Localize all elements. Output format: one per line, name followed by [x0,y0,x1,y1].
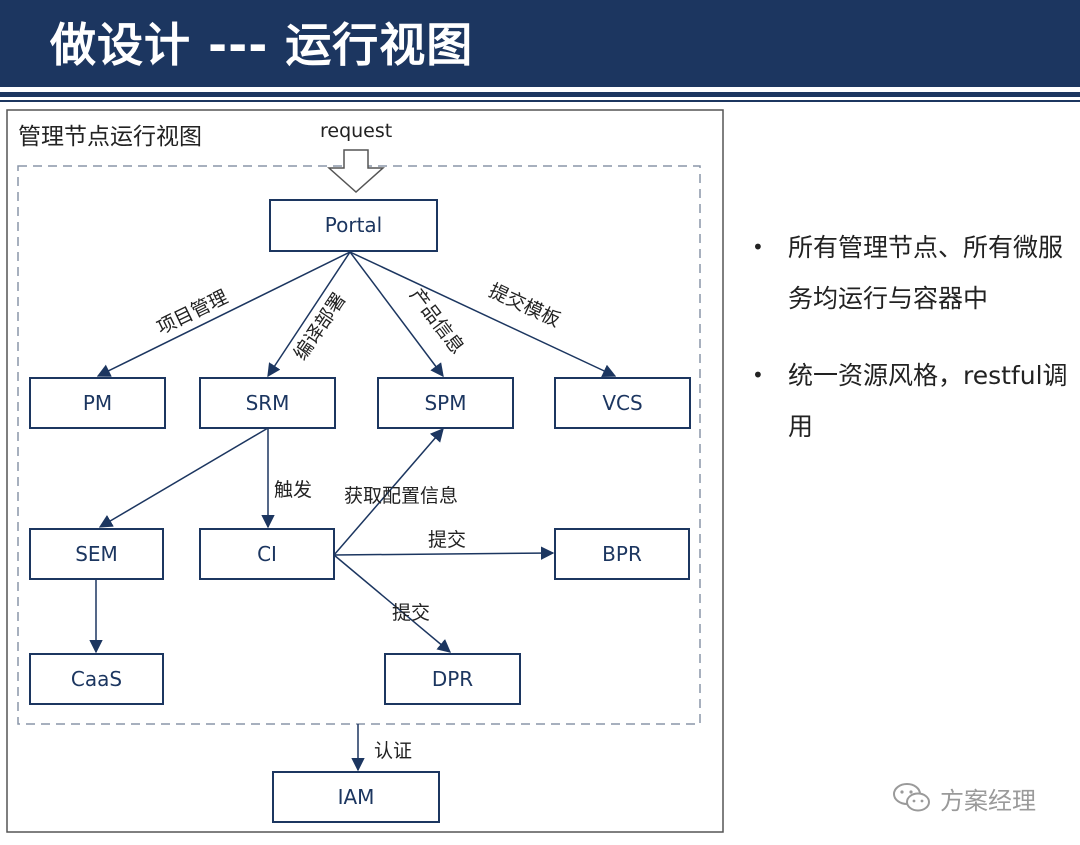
edge-label-portal-vcs: 提交模板 [485,280,563,332]
container-boundary [17,165,701,725]
bullet-text: 所有管理节点、所有微服务均运行与容器中 [788,233,1064,313]
node-ci-label: CI [257,542,277,566]
edge-portal-spm [349,251,444,378]
edge-srm-sem [98,427,269,528]
node-iam-label: IAM [338,785,375,809]
node-bpr: BPR [554,528,690,580]
node-sem: SEM [29,528,164,580]
edge-portal-vcs [349,251,617,377]
node-ci: CI [199,528,335,580]
node-pm-label: PM [83,391,112,415]
edge-ci-bpr [333,546,555,560]
node-pm: PM [29,377,166,429]
page-title: 做设计 --- 运行视图 [50,18,474,72]
node-sem-label: SEM [75,542,118,566]
node-bpr-label: BPR [602,542,642,566]
edge-label-iam: 认证 [374,740,412,762]
wechat-icon [893,783,930,812]
bullet-text: 统一资源风格，restful调用 [788,361,1068,441]
node-portal: Portal [269,199,438,252]
edge-portal-srm [267,251,351,378]
bullet-list: • 所有管理节点、所有微服务均运行与容器中 • 统一资源风格，restful调用 [752,222,1072,478]
watermark: 方案经理 [892,778,1036,818]
node-dpr-label: DPR [432,667,473,691]
bullet-item: • 所有管理节点、所有微服务均运行与容器中 [752,222,1072,324]
node-srm: SRM [199,377,336,429]
node-spm-label: SPM [424,391,466,415]
node-vcs-label: VCS [602,391,642,415]
node-dpr: DPR [384,653,521,705]
edge-label-ci-dpr: 提交 [392,602,430,624]
node-vcs: VCS [554,377,691,429]
edge-label-ci-bpr: 提交 [428,529,466,551]
edge-label-portal-spm: 产品信息 [405,284,468,358]
header-rule-thick [0,92,1080,97]
edge-label-portal-pm: 项目管理 [153,286,231,339]
bullet-dot-icon: • [752,235,764,259]
edge-ci-dpr [333,554,452,653]
node-srm-label: SRM [246,391,290,415]
node-caas: CaaS [29,653,164,705]
node-portal-label: Portal [325,213,382,237]
edge-portal-pm [96,251,351,377]
panel-frame [6,109,724,833]
panel-title: 管理节点运行视图 [18,124,202,150]
edge-label-ci-spm: 获取配置信息 [344,485,458,507]
node-iam: IAM [272,771,440,823]
bullet-item: • 统一资源风格，restful调用 [752,350,1072,452]
node-caas-label: CaaS [71,667,122,691]
edge-ci-spm [333,427,444,556]
node-spm: SPM [377,377,514,429]
request-label: request [320,120,392,142]
header-rule-thin [0,100,1080,102]
header-bar: 做设计 --- 运行视图 [0,0,1080,87]
edge-label-portal-srm: 编译部署 [290,289,351,364]
watermark-text: 方案经理 [940,786,1036,815]
edge-label-srm-ci: 触发 [274,479,312,501]
bullet-dot-icon: • [752,363,764,387]
request-arrow [327,149,385,194]
